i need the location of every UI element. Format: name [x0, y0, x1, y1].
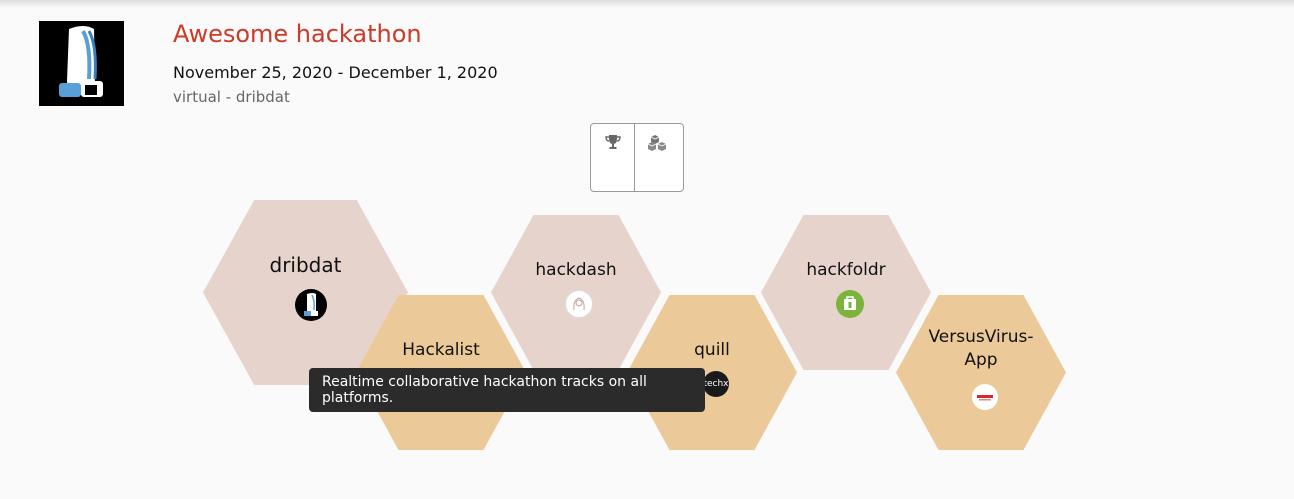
- event-dates: November 25, 2020 - December 1, 2020: [173, 63, 498, 82]
- trophy-icon[interactable]: [591, 124, 634, 191]
- versusvirus-logo-icon: [972, 384, 998, 410]
- dribdat-logo-icon: [295, 289, 327, 321]
- tooltip: Realtime collaborative hackathon tracks …: [309, 368, 705, 412]
- event-venue: virtual - dribdat: [173, 88, 290, 106]
- cubes-icon[interactable]: [634, 124, 683, 191]
- project-name: hackfoldr: [806, 260, 886, 280]
- techx-logo-icon: techx: [703, 371, 729, 397]
- project-hex-hackdash[interactable]: hackdash: [491, 215, 661, 370]
- project-name: Hackalist: [402, 340, 480, 360]
- project-hex-hackfoldr[interactable]: hackfoldr: [761, 215, 931, 370]
- hackdash-logo-icon: [565, 290, 593, 318]
- project-name: VersusVirus-App: [928, 327, 1034, 370]
- view-switcher: [590, 123, 684, 192]
- project-name: hackdash: [535, 260, 617, 280]
- hackfoldr-logo-icon: [836, 290, 864, 318]
- project-name: dribdat: [269, 253, 342, 277]
- top-shadow: [0, 0, 1294, 8]
- project-hex-versusvirus-app[interactable]: VersusVirus-App: [896, 295, 1066, 450]
- techx-logo-text: techx: [703, 379, 729, 389]
- project-name: quill: [694, 340, 730, 360]
- event-title[interactable]: Awesome hackathon: [173, 20, 422, 48]
- tooltip-text: Realtime collaborative hackathon tracks …: [322, 374, 647, 406]
- event-logo[interactable]: [39, 21, 124, 106]
